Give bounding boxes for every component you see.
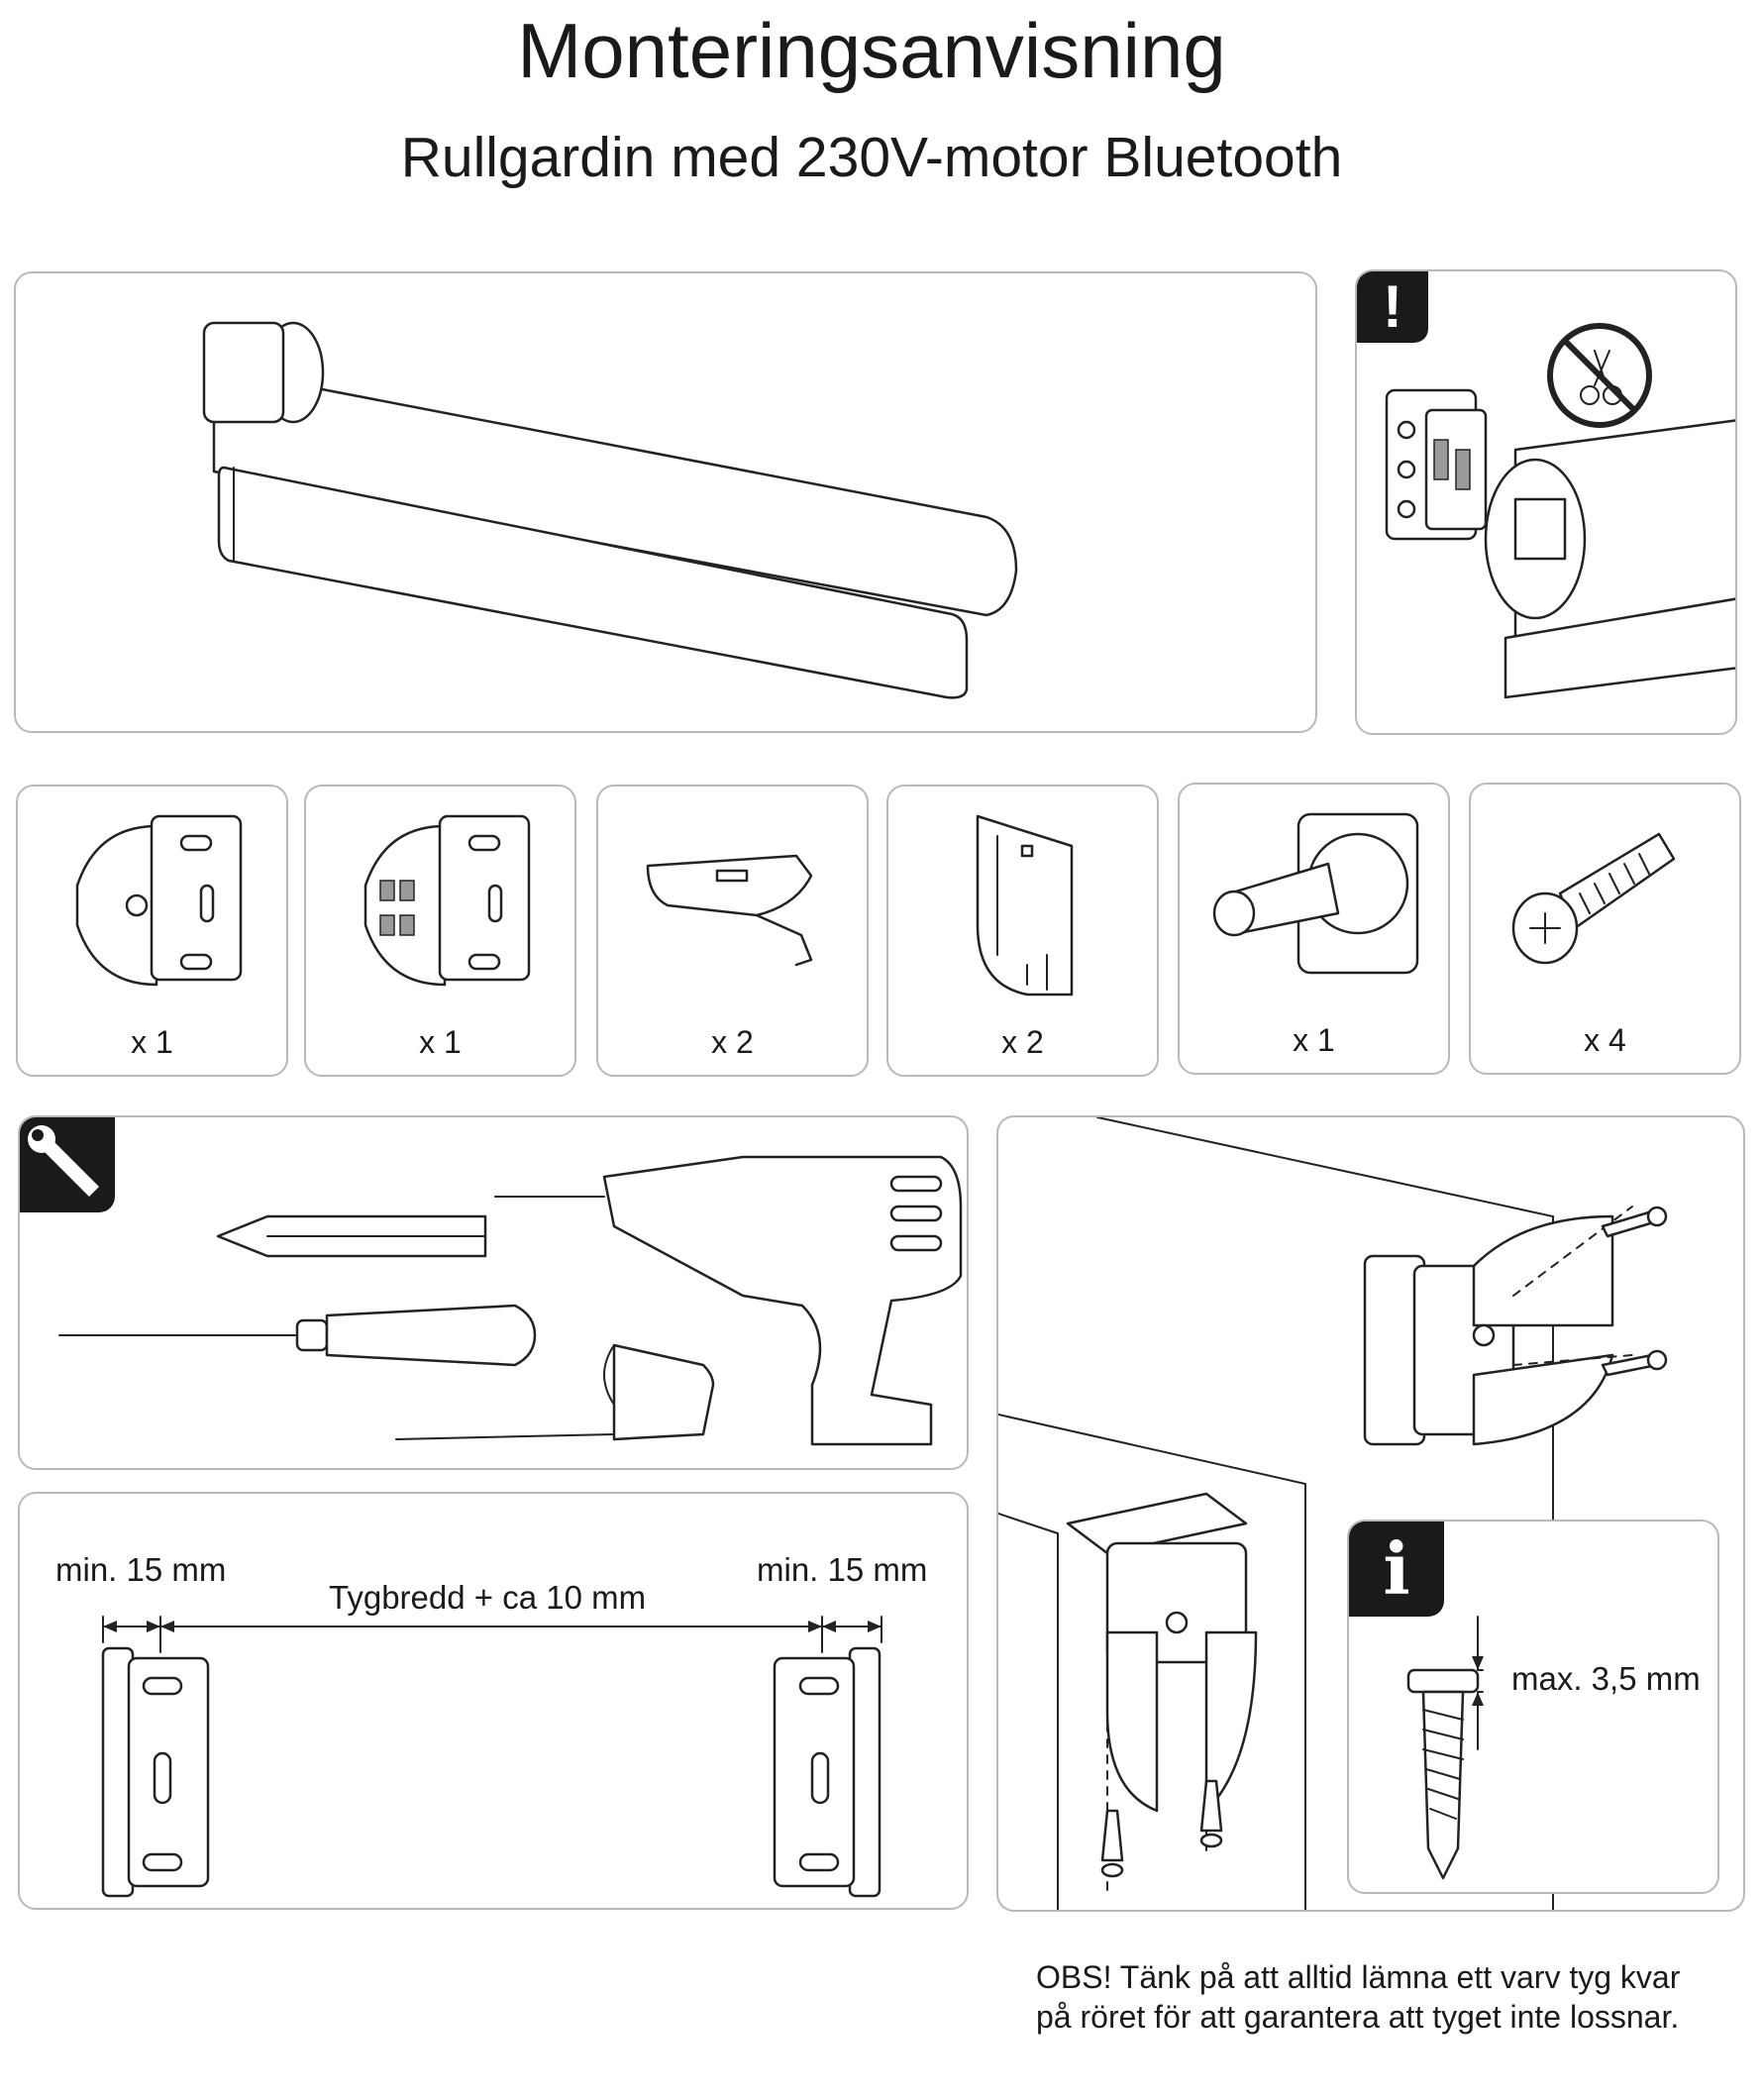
part-qty: x 1: [419, 1024, 462, 1060]
part-card: x 2: [596, 785, 869, 1077]
drill-icon: [494, 1155, 963, 1446]
part-card: x 2: [886, 785, 1159, 1077]
bracket-detail-icon: [1385, 388, 1488, 541]
exclamation-icon: !: [1383, 273, 1402, 340]
bracket-right-front-icon: [773, 1646, 882, 1898]
warning-badge: !: [1357, 271, 1428, 343]
roller-blind-icon: [202, 321, 1018, 699]
no-scissors-icon: [1547, 323, 1652, 428]
measurement-panel: min. 15 mm min. 15 mm Tygbredd + ca 10 m…: [18, 1492, 969, 1910]
bracket-left-front-icon: [101, 1646, 210, 1898]
part-card: x 1: [304, 785, 576, 1077]
info-badge: i: [1349, 1522, 1444, 1617]
part-qty: x 4: [1584, 1022, 1626, 1058]
span-label: Tygbredd + ca 10 mm: [329, 1579, 647, 1616]
info-icon: i: [1383, 1526, 1410, 1611]
screwdriver-icon: [58, 1304, 537, 1367]
note-text: OBS! Tänk på att alltid lämna ett varv t…: [1036, 1959, 1681, 2035]
tape-measure-icon: [395, 1343, 715, 1441]
bracket-left-icon: [75, 814, 243, 987]
screw-pair-icon: [1100, 1206, 1668, 1878]
overview-panel: [14, 271, 1317, 733]
page-title: Monteringsanvisning: [517, 7, 1226, 94]
part-qty: x 2: [1001, 1024, 1044, 1060]
pencil-icon: [216, 1214, 487, 1258]
pin-end-icon: [1212, 812, 1419, 975]
tools-panel: [18, 1115, 969, 1470]
end-cap-icon: [976, 814, 1074, 997]
installation-panel: i max. 3,5 mm: [996, 1115, 1745, 1912]
tools-badge: [20, 1117, 115, 1212]
page-subtitle: Rullgardin med 230V-motor Bluetooth: [400, 126, 1343, 189]
warning-panel: !: [1355, 269, 1737, 735]
bracket-motor-icon: [363, 814, 531, 987]
info-panel: i max. 3,5 mm: [1347, 1520, 1719, 1894]
part-card: x 1: [1178, 783, 1450, 1075]
wrench-icon: [28, 1125, 99, 1197]
left-min-label: min. 15 mm: [55, 1551, 227, 1588]
screw-head-detail-icon: [1406, 1616, 1484, 1880]
part-qty: x 2: [711, 1024, 754, 1060]
mounting-clip-icon: [646, 854, 813, 967]
part-card: x 4: [1469, 783, 1741, 1075]
dimension-lines: [102, 1616, 882, 1653]
screw-icon: [1511, 832, 1676, 965]
right-min-label: min. 15 mm: [757, 1551, 928, 1588]
part-qty: x 1: [1293, 1022, 1335, 1058]
wall-mount-bracket-icon: [1363, 1206, 1633, 1446]
part-qty: x 1: [131, 1024, 173, 1060]
ceiling-mount-bracket-icon: [1066, 1492, 1258, 1891]
max-head-label: max. 3,5 mm: [1511, 1660, 1701, 1697]
motor-head-icon: [1484, 419, 1735, 699]
part-card: x 1: [16, 785, 288, 1077]
